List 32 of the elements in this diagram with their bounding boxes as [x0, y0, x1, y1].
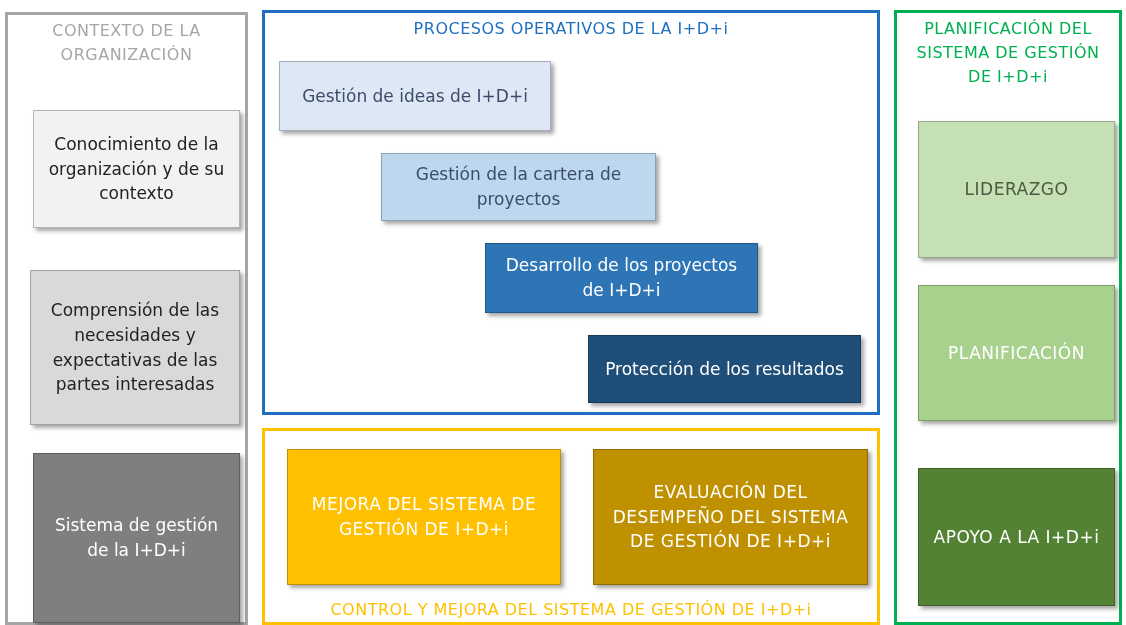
box-label: Gestión de la cartera de proyectos [414, 163, 623, 211]
section-heading: PROCESOS OPERATIVOS DE LA I+D+i [412, 18, 730, 40]
section-panel [262, 10, 880, 415]
section-heading: CONTEXTO DE LA ORGANIZACIÓN [51, 20, 202, 66]
section-heading: PLANIFICACIÓN DEL SISTEMA DE GESTIÓN DE I+D+i [915, 18, 1101, 88]
box-label: MEJORA DEL SISTEMA DE GESTIÓN DE I+D+i [310, 493, 538, 541]
section-panel [894, 10, 1122, 625]
process-box [918, 468, 1115, 606]
box-label: Protección de los resultados [605, 357, 844, 381]
section-panel [5, 12, 248, 625]
process-box [33, 453, 240, 623]
process-box [279, 61, 551, 131]
process-box [381, 153, 656, 221]
box-label: Conocimiento de la organización y de su contexto [47, 133, 226, 206]
process-box [588, 335, 861, 403]
box-label: Desarrollo de los proyectos de I+D+i [504, 254, 739, 302]
process-box [918, 285, 1115, 421]
section-heading: CONTROL Y MEJORA DEL SISTEMA DE GESTIÓN DE I+D+i [329, 599, 813, 621]
process-box [33, 110, 240, 228]
process-box [30, 270, 240, 425]
process-box [287, 449, 561, 585]
process-box [593, 449, 868, 585]
process-box [918, 121, 1115, 258]
box-label: Gestión de ideas de I+D+i [302, 84, 528, 108]
box-label: APOYO A LA I+D+i [933, 525, 1100, 549]
box-label: EVALUACIÓN DEL DESEMPEÑO DEL SISTEMA DE GESTIÓN DE I+D+i [611, 480, 850, 554]
box-label: Comprensión de las necesidades y expectativas de las partes interesadas [49, 299, 221, 397]
box-label: LIDERAZGO [964, 178, 1069, 202]
box-label: Sistema de gestión de la I+D+i [53, 514, 220, 562]
section-panel [262, 428, 880, 625]
process-box [485, 243, 758, 313]
box-label: PLANIFICACIÓN [948, 341, 1085, 365]
